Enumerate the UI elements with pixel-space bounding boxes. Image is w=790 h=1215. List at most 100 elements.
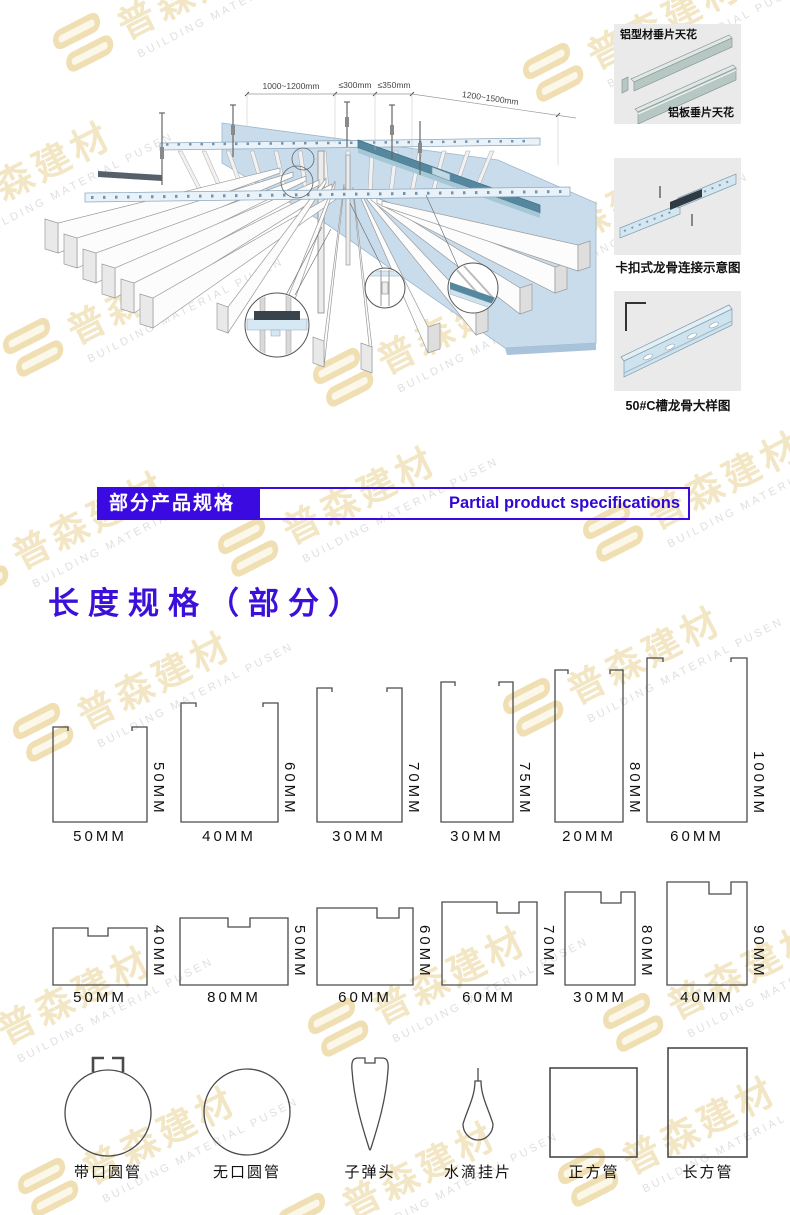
dim-label: ≤350mm <box>377 80 410 90</box>
pusen-logo-icon <box>3 317 64 377</box>
height-label: 100MM <box>750 750 767 816</box>
callout-detail-2 <box>364 267 406 309</box>
shape-caption: 正方管 <box>568 1164 620 1181</box>
length-spec-title: 长度规格（部分） <box>48 586 368 621</box>
profile-60x100 <box>646 657 748 823</box>
shape-caption: 无口圆管 <box>212 1164 281 1181</box>
profile-80x50 <box>179 917 289 986</box>
dim-label: 1200~1500mm <box>462 89 520 107</box>
keel-connection-caption: 卡扣式龙骨连接示意图 <box>615 261 741 275</box>
ceiling-installation-diagram: 1000~1200mm ≤300mm ≤350mm 1200~1500mm <box>44 80 597 374</box>
grooved-box-profiles <box>52 881 748 986</box>
c-keel-caption: 50#C槽龙骨大样图 <box>625 399 731 413</box>
square-tube <box>549 1067 638 1158</box>
pusen-logo-icon <box>13 702 74 762</box>
height-label: 80MM <box>626 762 643 816</box>
height-label: 75MM <box>516 762 533 816</box>
profile-40x90 <box>666 881 748 986</box>
shape-caption: 长方管 <box>682 1164 734 1181</box>
section-banner: 部分产品规格 Partial product specifications <box>97 487 690 520</box>
height-label: 70MM <box>540 925 557 979</box>
height-label: 60MM <box>416 925 433 979</box>
shape-caption: 带口圆管 <box>73 1164 142 1181</box>
pusen-logo-icon <box>218 517 279 577</box>
hanger-bar <box>98 171 162 181</box>
height-label: 60MM <box>281 762 298 816</box>
width-label: 30MM <box>573 989 627 1006</box>
pusen-logo-icon <box>313 347 374 407</box>
height-label: 90MM <box>750 925 767 979</box>
panel-keel-connection <box>614 158 741 255</box>
height-label: 50MM <box>150 762 167 816</box>
fin-label-bottom: 铝板垂片天花 <box>668 107 734 119</box>
hanger-rods <box>159 101 422 185</box>
pusen-logo-icon <box>308 997 369 1057</box>
banner-title-cn: 部分产品规格 <box>97 487 258 520</box>
pusen-logo-icon <box>278 1192 326 1215</box>
panel-vertical-fins <box>614 24 741 124</box>
width-label: 50MM <box>73 828 127 845</box>
profile-50x40 <box>52 927 148 986</box>
width-label: 30MM <box>450 828 504 845</box>
width-label: 60MM <box>338 989 392 1006</box>
fin-strips-illustration <box>621 34 737 124</box>
detail-rings <box>280 147 315 199</box>
lower-carrier-rail <box>84 186 571 203</box>
pusen-logo-icon <box>583 502 644 562</box>
dim-label: 1000~1200mm <box>263 81 320 91</box>
dim-label: ≤300mm <box>338 80 371 90</box>
profile-30x70 <box>316 687 403 823</box>
pusen-logo-icon <box>558 1147 619 1207</box>
bullet-section <box>351 1057 389 1151</box>
pusen-logo-icon <box>0 565 9 602</box>
shape-caption: 子弹头 <box>344 1164 396 1181</box>
width-label: 80MM <box>207 989 261 1006</box>
width-label: 30MM <box>332 828 386 845</box>
keel-connection-illustration <box>619 173 737 239</box>
height-label: 80MM <box>638 925 655 979</box>
width-label: 50MM <box>73 989 127 1006</box>
banner-title-en: Partial product specifications <box>258 487 690 520</box>
callout-leaders <box>285 194 461 296</box>
u-channel-profiles <box>52 657 748 823</box>
pusen-logo-icon <box>523 42 584 102</box>
round-tube <box>203 1068 291 1156</box>
callout-detail-1 <box>244 292 310 358</box>
c-keel-illustration <box>620 302 733 378</box>
profile-60x60 <box>316 907 414 986</box>
profile-30x75 <box>440 681 514 823</box>
slot-bracket <box>91 1056 125 1072</box>
height-label: 70MM <box>405 762 422 816</box>
dimension-lines <box>244 91 577 165</box>
profile-30x80 <box>564 891 636 986</box>
profile-40x60 <box>180 702 279 823</box>
width-label: 60MM <box>670 828 724 845</box>
width-label: 40MM <box>680 989 734 1006</box>
shape-caption: 水滴挂片 <box>443 1164 512 1181</box>
pusen-logo-icon <box>503 677 564 737</box>
waterdrop-section <box>462 1068 494 1141</box>
rect-tube <box>667 1047 748 1158</box>
panel-c-keel <box>614 291 741 391</box>
height-label: 40MM <box>150 925 167 979</box>
height-label: 50MM <box>291 925 308 979</box>
pusen-logo-icon <box>18 1157 79 1215</box>
pusen-logo-icon <box>53 12 114 72</box>
pusen-logo-icon <box>603 992 664 1052</box>
profile-60x70 <box>441 901 538 986</box>
slotted-round-tube <box>64 1069 152 1157</box>
